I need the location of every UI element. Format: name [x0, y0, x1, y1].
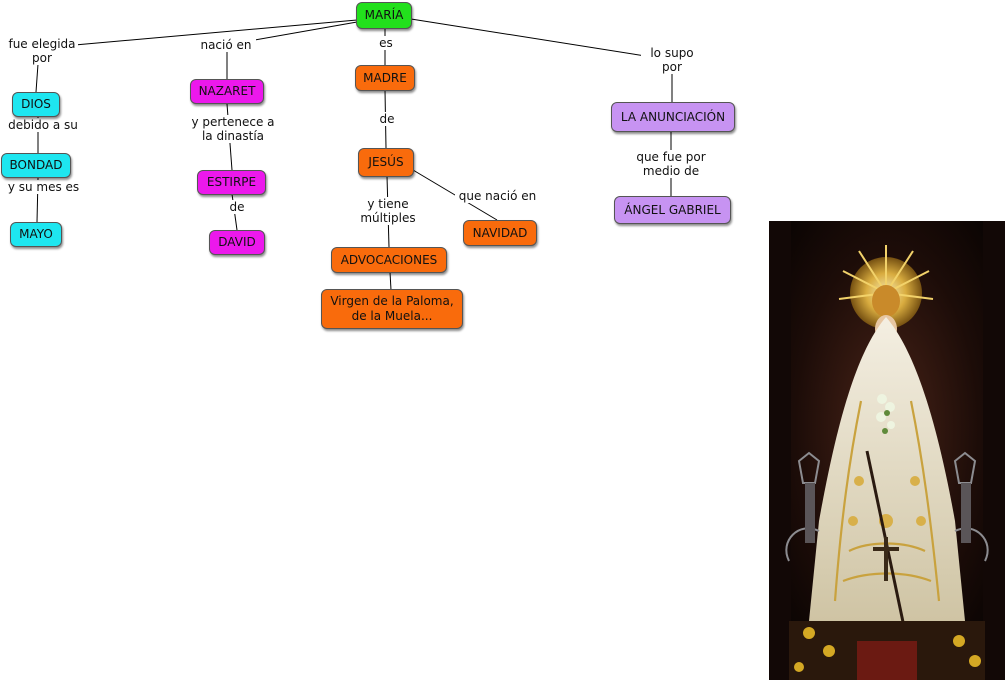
concept-dios[interactable]: DIOS [12, 92, 60, 117]
link-label-mes: y su mes es [5, 180, 82, 194]
link-label-de-jesus: de [376, 112, 398, 126]
concept-anunciacion[interactable]: LA ANUNCIACIÓN [611, 102, 735, 132]
concept-bondad[interactable]: BONDAD [1, 153, 71, 178]
concept-jesus[interactable]: JESÚS [358, 148, 414, 177]
concept-virgen[interactable]: Virgen de la Paloma, de la Muela... [321, 289, 463, 329]
connector-fue-elegida-dios [36, 64, 38, 92]
link-label-debido: debido a su [6, 118, 80, 132]
link-label-de-david: de [226, 200, 248, 214]
concept-advocaciones[interactable]: ADVOCACIONES [331, 247, 447, 273]
link-label-tiene: y tiene múltiples [352, 197, 424, 225]
link-label-medio: que fue por medio de [630, 150, 712, 178]
concept-mayo[interactable]: MAYO [10, 222, 62, 247]
concept-angel[interactable]: ÁNGEL GABRIEL [614, 196, 731, 224]
virgin-statue-photo [769, 221, 1005, 680]
link-label-fue-elegida: fue elegida por [6, 37, 78, 65]
concept-david[interactable]: DAVID [209, 230, 265, 255]
connector-advocaciones-virgen [390, 272, 391, 290]
link-label-nacio-en: nació en [196, 38, 256, 52]
link-label-nacio-jesus: que nació en [455, 189, 540, 203]
concept-estirpe[interactable]: ESTIRPE [197, 170, 266, 195]
link-label-lo-supo: lo supo por [641, 46, 703, 74]
concept-maria[interactable]: MARÍA [356, 2, 412, 29]
connector-maria-anunciacion [411, 19, 671, 60]
concept-nazaret[interactable]: NAZARET [190, 79, 264, 104]
concept-madre[interactable]: MADRE [355, 65, 415, 91]
link-label-pertenece: y pertenece a la dinastía [187, 115, 279, 143]
link-label-es: es [375, 36, 397, 50]
concept-navidad[interactable]: NAVIDAD [463, 220, 537, 246]
